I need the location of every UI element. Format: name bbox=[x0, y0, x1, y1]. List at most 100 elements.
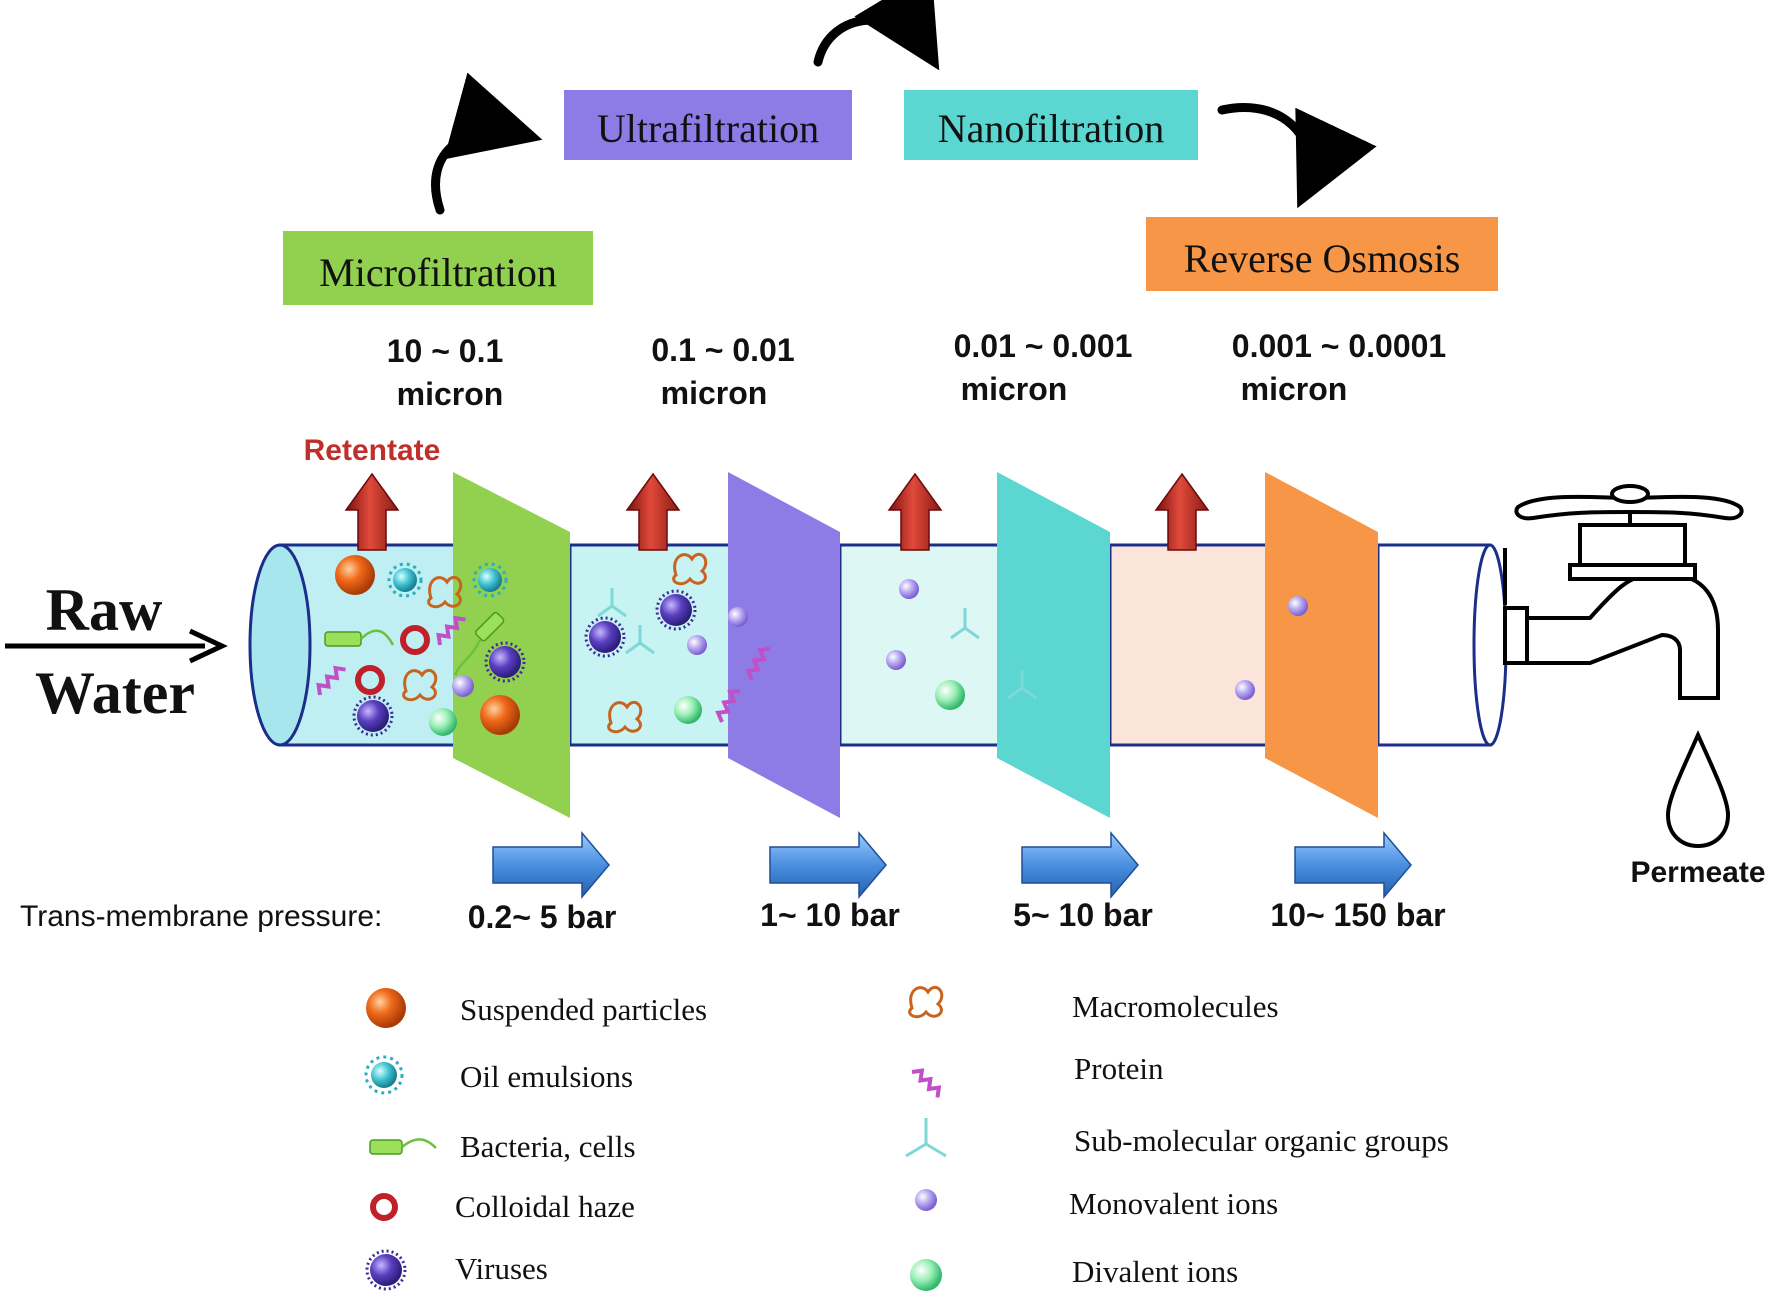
permeate-label: Permeate bbox=[1630, 856, 1765, 889]
pore-size-unit-ro: micron bbox=[1241, 371, 1348, 407]
pressure-arrow-icon bbox=[1021, 830, 1139, 900]
colloidal-haze-icon bbox=[370, 1193, 398, 1221]
pore-size-labels: 10 ~ 0.1 micron 0.1 ~ 0.01 micron 0.01 ~… bbox=[387, 328, 1446, 412]
protein-icon bbox=[911, 1068, 942, 1098]
stage-title-ultrafiltration: Ultrafiltration bbox=[564, 90, 852, 160]
reverse-osmosis-box bbox=[1146, 217, 1498, 291]
legend-suspended-particles: Suspended particles bbox=[460, 992, 707, 1027]
virus-icon bbox=[584, 616, 626, 658]
organic-group-icon bbox=[950, 608, 980, 640]
monovalent-ion-icon bbox=[452, 675, 474, 697]
macromolecule-icon bbox=[672, 552, 708, 586]
pore-size-unit-mf: micron bbox=[397, 376, 504, 412]
membrane-reverse-osmosis bbox=[1265, 472, 1378, 818]
protein-icon bbox=[715, 688, 741, 723]
legend-macromolecules: Macromolecules bbox=[1072, 989, 1279, 1024]
pore-size-uf: 0.1 ~ 0.01 bbox=[651, 332, 794, 368]
reverse-osmosis-label: Reverse Osmosis bbox=[1184, 236, 1461, 281]
pore-size-mf: 10 ~ 0.1 bbox=[387, 333, 504, 369]
water-drop-icon bbox=[1665, 730, 1731, 849]
macromolecule-icon bbox=[427, 575, 463, 609]
retentate-arrow-icon bbox=[887, 472, 943, 551]
pore-size-unit-nf: micron bbox=[961, 371, 1068, 407]
colloidal-haze-icon bbox=[400, 625, 430, 655]
virus-icon bbox=[352, 695, 394, 737]
microfiltration-label: Microfiltration bbox=[319, 250, 557, 295]
legend-colloidal-haze: Colloidal haze bbox=[455, 1189, 635, 1224]
divalent-ion-icon bbox=[910, 1259, 942, 1291]
curved-arrow-icon bbox=[431, 72, 543, 215]
stage-sequence-arrows bbox=[431, 0, 1377, 215]
pore-size-nf: 0.01 ~ 0.001 bbox=[954, 328, 1133, 364]
legend-oil-emulsions: Oil emulsions bbox=[460, 1059, 633, 1094]
nanofiltration-label: Nanofiltration bbox=[938, 106, 1165, 151]
retentate-arrow-icon bbox=[1154, 472, 1210, 551]
macromolecule-icon bbox=[908, 985, 944, 1019]
virus-icon bbox=[365, 1249, 407, 1291]
inlet-arrow-icon bbox=[188, 628, 228, 664]
suspended-particle-icon bbox=[480, 695, 520, 735]
legend-sub-molecular-organic-groups: Sub-molecular organic groups bbox=[1074, 1123, 1449, 1158]
pressure-arrows bbox=[492, 830, 1412, 900]
legend-monovalent-ions: Monovalent ions bbox=[1069, 1186, 1278, 1221]
monovalent-ion-icon bbox=[886, 650, 906, 670]
oil-emulsion-icon bbox=[364, 1055, 404, 1095]
pressure-arrow-icon bbox=[769, 830, 887, 900]
raw-water-inlet: Raw Water bbox=[5, 577, 228, 726]
monovalent-ion-icon bbox=[728, 607, 748, 627]
protein-icon bbox=[436, 615, 466, 646]
divalent-ion-icon bbox=[674, 696, 702, 724]
ultrafiltration-box bbox=[564, 90, 852, 160]
monovalent-ion-icon bbox=[1288, 596, 1308, 616]
retentate-arrow-icon bbox=[625, 472, 681, 551]
bacteria-icon bbox=[324, 629, 395, 647]
macromolecule-icon bbox=[607, 700, 643, 734]
legend-viruses: Viruses bbox=[455, 1251, 548, 1286]
pressure-uf: 1~ 10 bar bbox=[760, 897, 900, 933]
faucet-icon bbox=[1503, 484, 1744, 700]
raw-water-line2: Water bbox=[35, 660, 195, 726]
stage-title-reverse-osmosis: Reverse Osmosis bbox=[1146, 217, 1498, 291]
divalent-ion-icon bbox=[935, 680, 965, 710]
protein-icon bbox=[316, 665, 346, 696]
monovalent-ion-icon bbox=[915, 1189, 937, 1211]
monovalent-ion-icon bbox=[687, 635, 707, 655]
pressure-mf: 0.2~ 5 bar bbox=[468, 899, 617, 935]
ultrafiltration-label: Ultrafiltration bbox=[597, 106, 819, 151]
legend: Suspended particles Oil emulsions Bacter… bbox=[364, 985, 1449, 1291]
suspended-particle-icon bbox=[335, 555, 375, 595]
protein-icon bbox=[745, 646, 771, 681]
organic-group-icon bbox=[597, 588, 627, 618]
pressure-arrow-icon bbox=[492, 830, 610, 900]
divalent-ion-icon bbox=[429, 708, 457, 736]
legend-divalent-ions: Divalent ions bbox=[1072, 1254, 1238, 1289]
particles-in-pipe bbox=[316, 552, 1308, 737]
suspended-particle-icon bbox=[366, 988, 406, 1028]
curved-arrow-icon bbox=[1217, 103, 1377, 209]
bacteria-icon bbox=[453, 611, 505, 676]
pressure-values: 0.2~ 5 bar 1~ 10 bar 5~ 10 bar 10~ 150 b… bbox=[468, 897, 1446, 935]
organic-group-icon bbox=[1007, 670, 1037, 700]
monovalent-ion-icon bbox=[899, 579, 919, 599]
membrane-ultrafiltration bbox=[728, 472, 840, 818]
oil-emulsion-icon bbox=[387, 562, 423, 598]
pipe-inlet-end bbox=[248, 543, 312, 747]
organic-group-icon bbox=[625, 625, 655, 655]
pore-size-ro: 0.001 ~ 0.0001 bbox=[1232, 328, 1446, 364]
virus-icon bbox=[484, 641, 526, 683]
microfiltration-box bbox=[283, 231, 593, 305]
nanofiltration-box bbox=[904, 90, 1198, 160]
virus-icon bbox=[655, 589, 697, 631]
curved-arrow-icon bbox=[813, 0, 940, 71]
legend-bacteria-cells: Bacteria, cells bbox=[460, 1129, 636, 1164]
pressure-nf: 5~ 10 bar bbox=[1013, 897, 1153, 933]
retentate-label: Retentate bbox=[304, 434, 441, 467]
organic-group-icon bbox=[905, 1118, 947, 1158]
legend-protein: Protein bbox=[1074, 1051, 1164, 1086]
pressure-ro: 10~ 150 bar bbox=[1270, 897, 1445, 933]
pore-size-unit-uf: micron bbox=[661, 375, 768, 411]
membrane-nanofiltration bbox=[997, 472, 1110, 818]
oil-emulsion-icon bbox=[472, 562, 508, 598]
macromolecule-icon bbox=[402, 668, 438, 702]
